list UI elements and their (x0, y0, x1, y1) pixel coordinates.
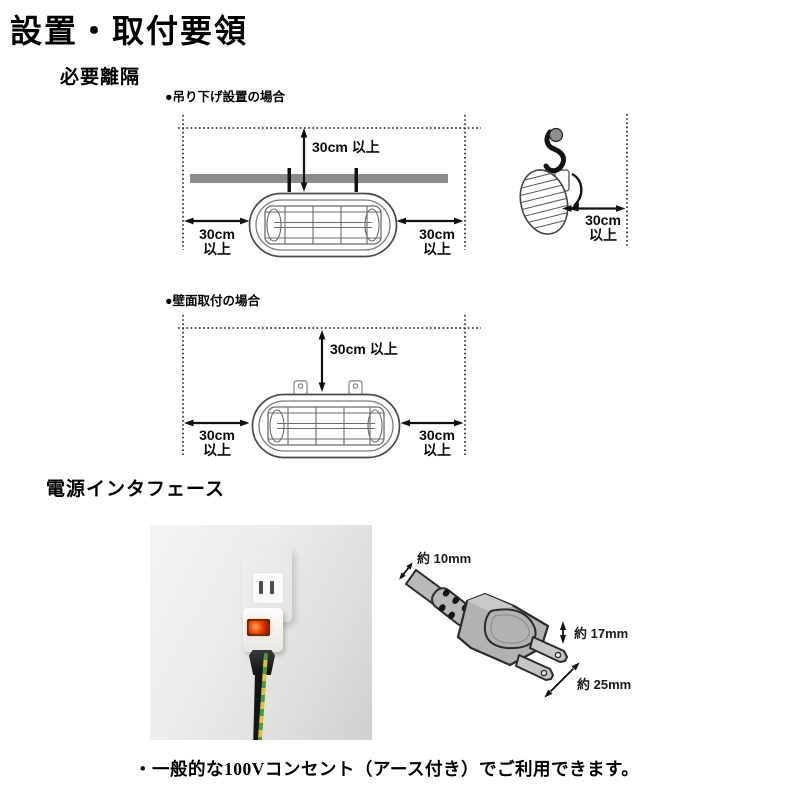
wall-clearance-diagram (178, 315, 481, 459)
plug-dimension-diagram (399, 562, 580, 698)
top-clearance-arrow (300, 128, 308, 192)
left-clearance-arrow (184, 217, 250, 225)
page-title: 設置・取付要領 (10, 13, 249, 49)
plug-body (456, 592, 550, 667)
right-clearance-arrow (396, 217, 464, 225)
trap-device-side (513, 168, 575, 235)
blade-gap-label: 約 17mm (574, 626, 629, 641)
hanging-install-label: ●吊り下げ設置の場合 (165, 90, 286, 104)
wall-install-label: ●壁面取付の場合 (165, 294, 261, 308)
carabiner-hook-icon (543, 127, 567, 174)
hook-hanging-illustration (513, 114, 628, 248)
switch-adapter (243, 608, 283, 652)
hanging-clearance-diagram (178, 115, 481, 258)
dimension-label-top: 30cm 以上 (312, 139, 380, 155)
section-heading-clearance: 必要離隔 (60, 67, 141, 88)
usage-note: ・一般的な100Vコンセント（アース付き）でご利用できます。 (134, 759, 640, 779)
switch-lit-indicator (249, 621, 268, 634)
cable-diameter-label: 約 10mm (417, 551, 472, 566)
rocker-switch (247, 619, 270, 636)
outlet-slot (259, 581, 263, 594)
blade-length-label: 約 25mm (577, 677, 632, 692)
wall-outlet-plate (242, 548, 292, 622)
hanging-hooks (287, 168, 358, 192)
blade-gap-arrow (560, 621, 566, 644)
boundary-dotted-lines (178, 315, 481, 455)
outlet-socket (252, 572, 284, 604)
trap-device-front (248, 192, 398, 258)
outlet-photo (150, 525, 372, 740)
cable-diameter-arrow (399, 562, 413, 580)
outlet-slot (270, 581, 274, 594)
top-clearance-arrow (318, 330, 326, 392)
trap-device-front (251, 393, 401, 459)
plug-blades (515, 636, 568, 681)
wall-distance-arrow (562, 205, 626, 212)
section-heading-power: 電源インタフェース (46, 479, 226, 500)
ceiling-rail (190, 174, 448, 183)
dimension-label-top: 30cm 以上 (330, 341, 398, 357)
boundary-dotted-lines (178, 115, 481, 250)
mount-tabs (293, 380, 363, 397)
right-clearance-arrow (400, 419, 464, 427)
left-clearance-arrow (184, 419, 250, 427)
blade-length-arrow (544, 662, 580, 698)
